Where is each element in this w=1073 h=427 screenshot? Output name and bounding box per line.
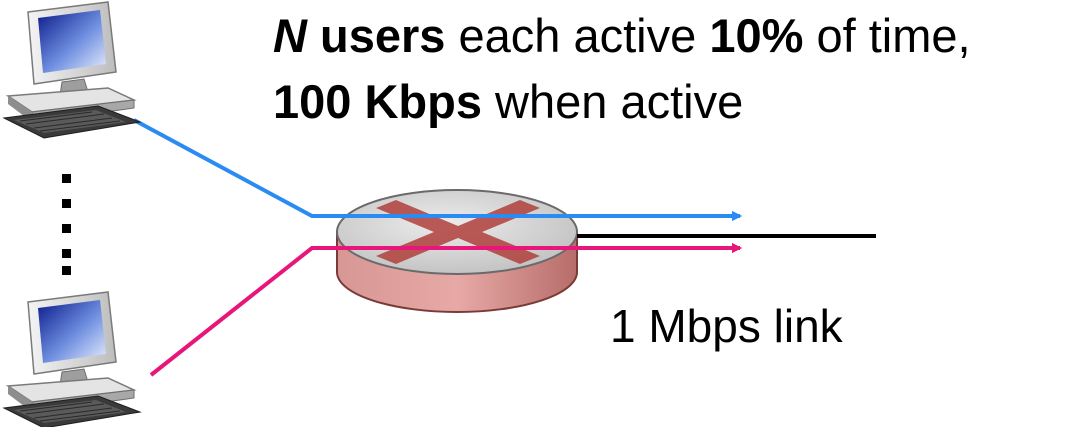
headline-line-2: 100 Kbps when active: [273, 78, 743, 125]
headline-when-active: when active: [481, 75, 744, 128]
headline-of-time: of time,: [803, 9, 971, 62]
link-capacity-label: 1 Mbps link: [610, 300, 843, 352]
headline-each-active: each active: [445, 9, 710, 62]
headline-n: N: [273, 9, 307, 62]
headline-users: users: [306, 9, 446, 62]
desktop-computer-icon: [3, 1, 141, 139]
headline-rate: 100 Kbps: [273, 75, 482, 128]
headline-line-1: N users each active 10% of time,: [273, 12, 971, 59]
vertical-dots: [62, 174, 71, 275]
router-icon: [336, 189, 578, 313]
headline-percent: 10%: [709, 9, 804, 62]
desktop-computer-icon: [3, 291, 141, 427]
